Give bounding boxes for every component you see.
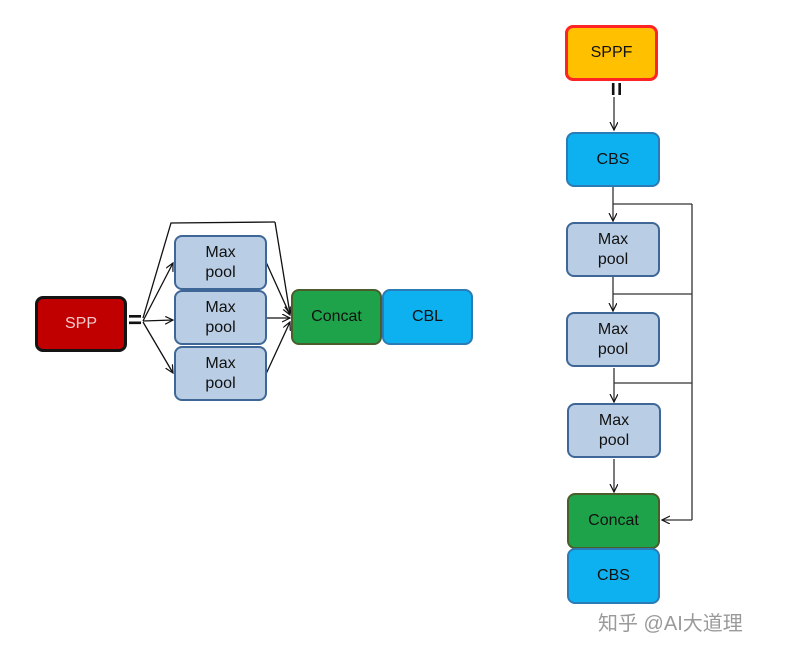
spp-to-maxpool-3-arrow (142, 321, 173, 373)
spp-box: SPP (35, 296, 127, 352)
cbs-bottom-box: CBS (567, 548, 660, 604)
maxpool-label: Max pool (205, 298, 236, 336)
sppf-concat-box: Concat (567, 493, 660, 549)
cbs-label: CBS (596, 150, 630, 168)
spp-label: SPP (64, 315, 97, 332)
cbl-label: CBL (411, 308, 444, 325)
sppf-label: SPPF (590, 44, 633, 61)
maxpool-1-to-concat-arrow (265, 261, 290, 315)
concat-label: Concat (311, 308, 362, 325)
spp-to-maxpool-2-arrow (142, 320, 173, 321)
maxpool-3-to-concat-arrow (265, 322, 290, 375)
concat-label: Concat (588, 512, 639, 529)
spp-maxpool-1: Max pool (174, 235, 267, 290)
watermark-text: 知乎 @AI大道理 (598, 613, 743, 635)
spp-maxpool-2: Max pool (174, 290, 267, 345)
sppf-maxpool-1: Max pool (566, 222, 660, 277)
spp-to-maxpool-1-arrow (142, 263, 173, 322)
maxpool-label: Max pool (598, 411, 630, 449)
maxpool-label: Max pool (597, 320, 629, 358)
spp-bypass-line (142, 221, 276, 319)
sppf-maxpool-2: Max pool (566, 312, 660, 367)
maxpool-label: Max pool (205, 354, 236, 392)
cbs-label: CBS (597, 567, 630, 584)
maxpool-label: Max pool (205, 243, 236, 281)
sppf-maxpool-3: Max pool (567, 403, 661, 458)
spp-concat-box: Concat (291, 289, 382, 345)
sppf-box: SPPF (565, 25, 658, 81)
spp-bypass-arrow (274, 221, 290, 314)
cbl-box: CBL (382, 289, 473, 345)
maxpool-label: Max pool (597, 230, 629, 268)
sppf-equals-sign: = (602, 81, 629, 96)
spp-equals-sign: = (127, 307, 142, 334)
cbs-top-box: CBS (566, 132, 660, 187)
spp-maxpool-3: Max pool (174, 346, 267, 401)
